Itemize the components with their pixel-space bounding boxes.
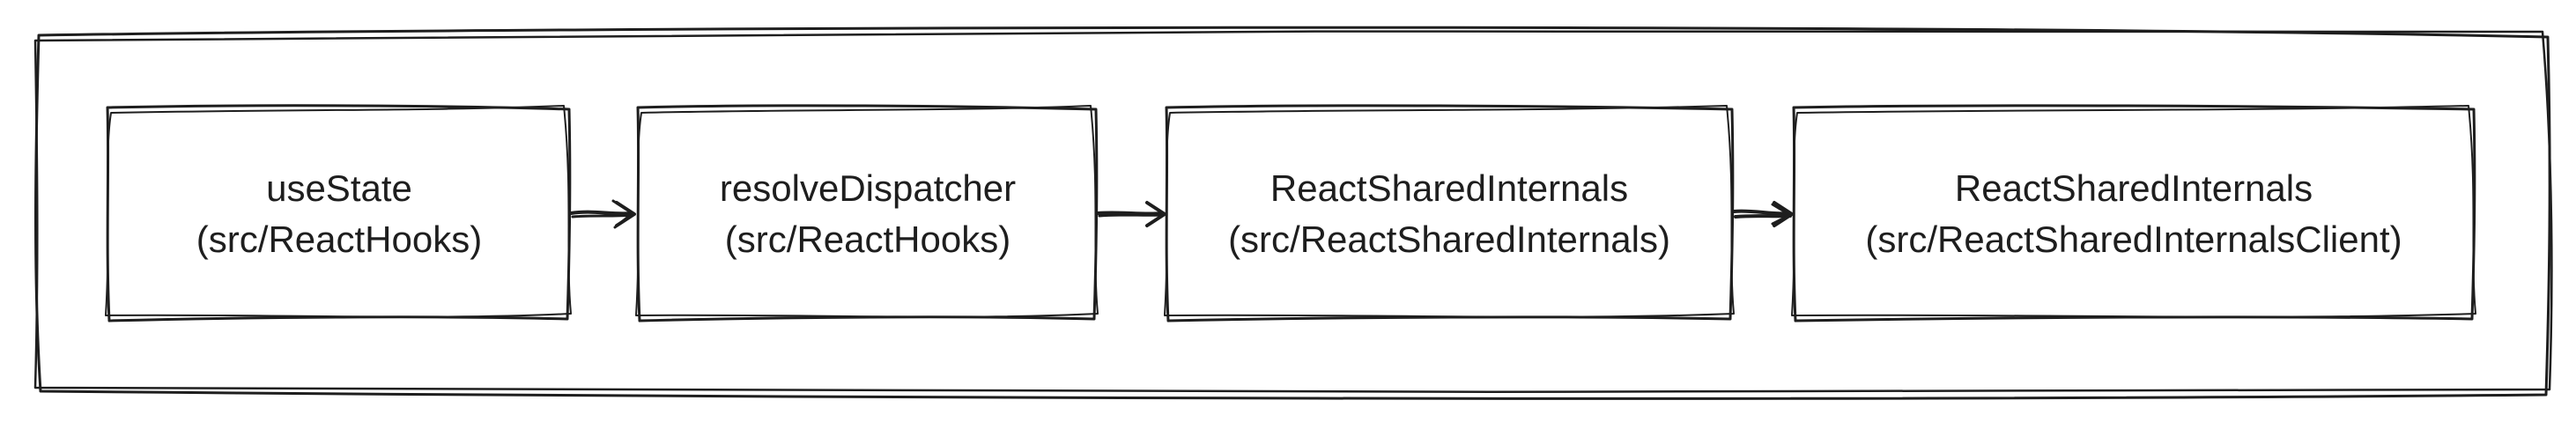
node-react-shared-internals-client-line2: (src/ReactSharedInternalsClient)	[1865, 219, 2402, 260]
arrow-shared-internals-to-client	[1732, 201, 1794, 227]
arrow-resolve-dispatcher-to-shared-internals	[1096, 201, 1166, 227]
node-react-shared-internals-line2: (src/ReactSharedInternals)	[1228, 219, 1670, 260]
arrow-usestate-to-resolve-dispatcher	[569, 199, 636, 229]
outer-container	[33, 26, 2553, 400]
node-resolve-dispatcher-line1: resolveDispatcher	[720, 167, 1016, 209]
node-react-shared-internals: ReactSharedInternals (src/ReactSharedInt…	[1164, 104, 1735, 322]
node-usestate: useState (src/ReactHooks)	[105, 104, 572, 322]
node-resolve-dispatcher: resolveDispatcher (src/ReactHooks)	[635, 104, 1099, 322]
node-usestate-line2: (src/ReactHooks)	[196, 219, 482, 260]
node-resolve-dispatcher-line2: (src/ReactHooks)	[725, 219, 1010, 260]
node-usestate-line1: useState	[266, 167, 412, 209]
node-react-shared-internals-client: ReactSharedInternals (src/ReactSharedInt…	[1791, 104, 2476, 322]
node-react-shared-internals-client-line1: ReactSharedInternals	[1955, 167, 2313, 209]
node-react-shared-internals-line1: ReactSharedInternals	[1270, 167, 1628, 209]
